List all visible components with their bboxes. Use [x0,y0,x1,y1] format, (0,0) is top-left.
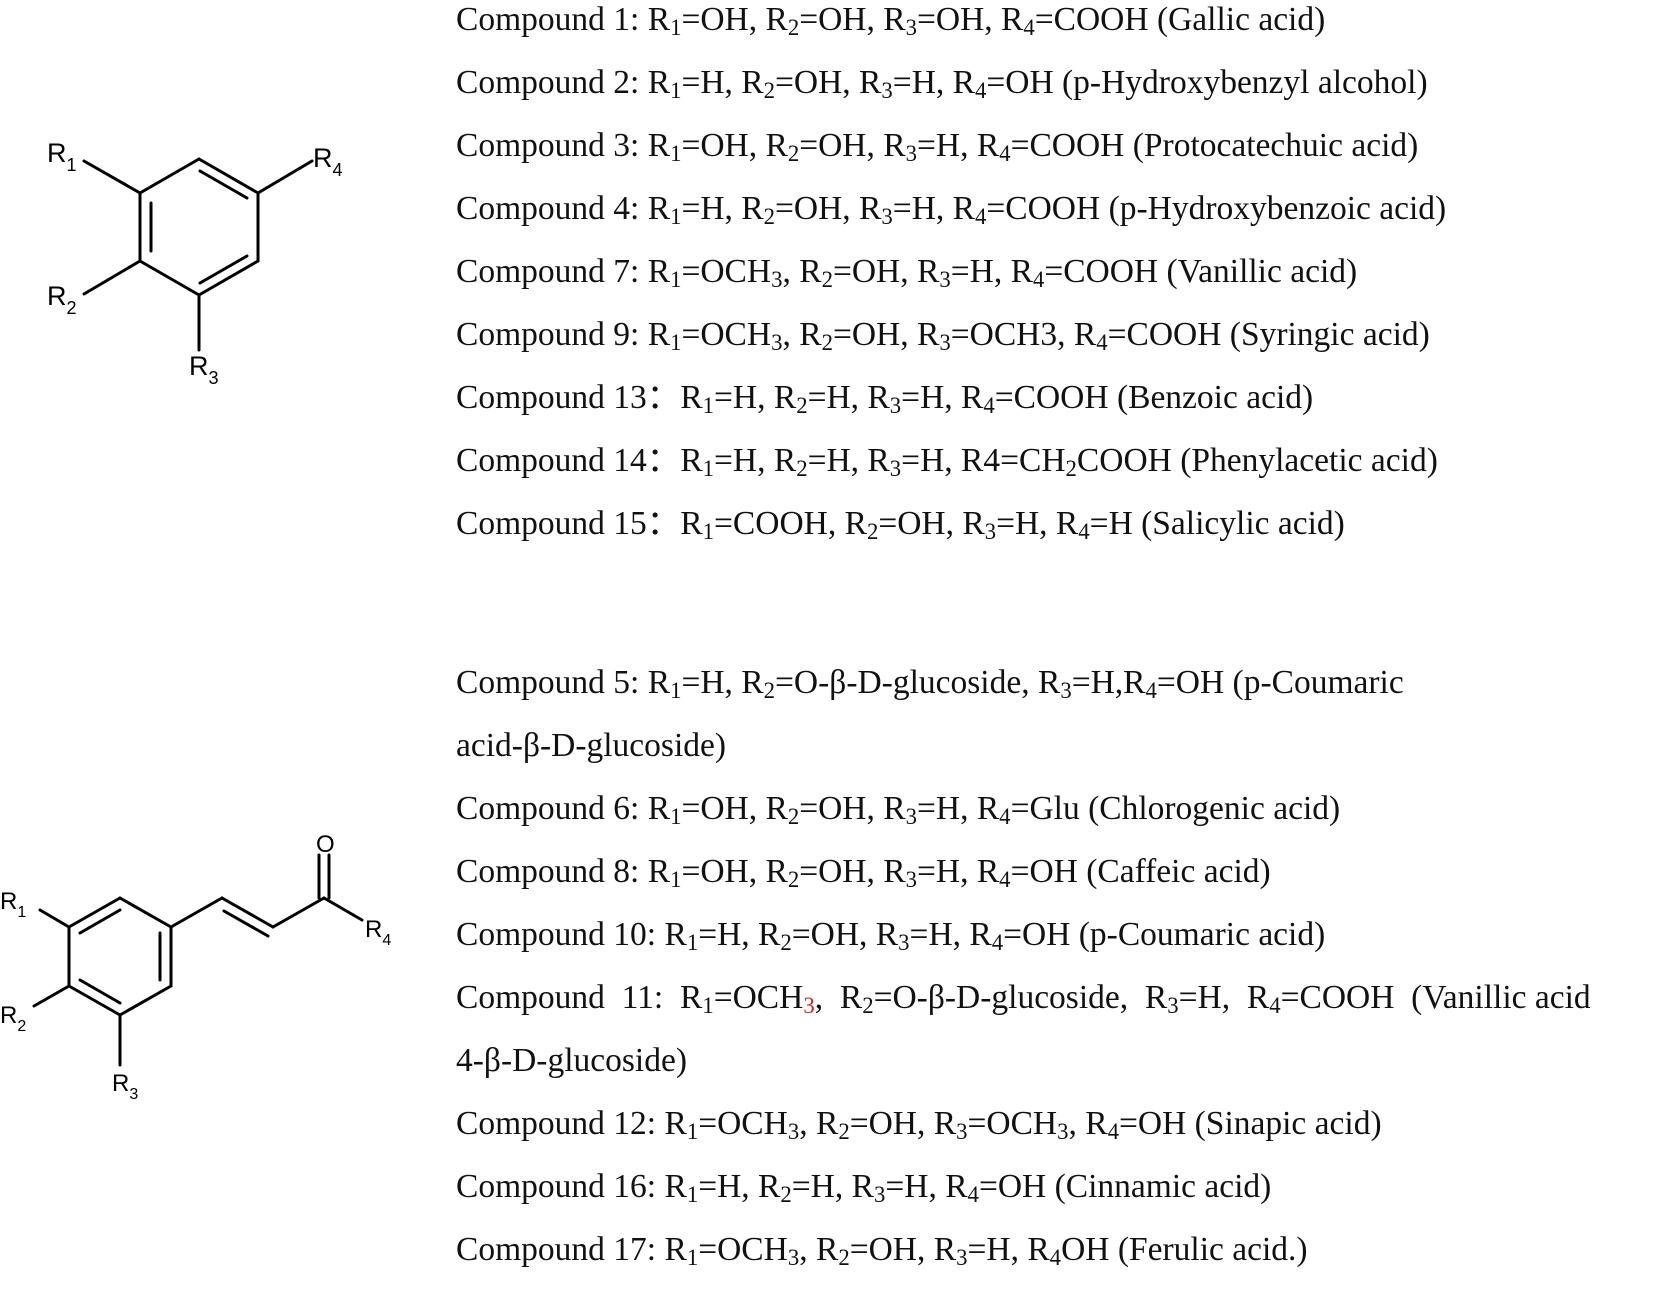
compound-11: Compound 11: R1=OCH3, R2=O-β-D-glucoside… [456,979,1591,1018]
carbonyl-double-bond [317,853,331,900]
compound-5: Compound 5: R1=H, R2=O-β-D-glucoside, R3… [456,664,1404,703]
r3-label: R3 [189,351,219,388]
compound-12: Compound 12: R1=OCH3, R2=OH, R3=OCH3, R4… [456,1105,1382,1144]
propenoyl-chain [169,896,364,938]
compound-14: Compound 14：R1=H, R2=H, R3=H, R4=CH2COOH… [456,442,1438,481]
cinnamic-compound-list: Compound 5: R1=H, R2=O-β-D-glucoside, R3… [456,663,1591,1293]
benzoic-acid-scaffold: R1 R2 R3 R4 [47,138,343,388]
compound-16: Compound 16: R1=H, R2=H, R3=H, R4=OH (Ci… [456,1168,1272,1207]
compound-4: Compound 4: R1=H, R2=OH, R3=H, R4=COOH (… [456,190,1447,229]
cinnamic-acid-scaffold: O R1 R2 R3 R4 [0,831,391,1103]
r1-label: R1 [0,888,26,921]
compound-1: Compound 1: R1=OH, R2=OH, R3=OH, R4=COOH… [456,1,1326,40]
benzene-ring [67,896,173,1017]
r4-bond [256,159,314,195]
compound-7: Compound 7: R1=OCH3, R2=OH, R3=H, R4=COO… [456,253,1358,292]
r1-bond [82,159,142,195]
compound-9: Compound 9: R1=OCH3, R2=OH, R3=OCH3, R4=… [456,316,1430,355]
r2-bond [32,984,71,1008]
compound-6: Compound 6: R1=OH, R2=OH, R3=H, R4=Glu (… [456,790,1341,829]
r2-label: R2 [47,281,77,318]
r4-label: R4 [365,916,391,949]
benzoic-compound-list: Compound 1: R1=OH, R2=OH, R3=OH, R4=COOH… [456,0,1446,567]
compound-8: Compound 8: R1=OH, R2=OH, R3=H, R4=OH (C… [456,853,1271,892]
benzene-ring [138,157,260,297]
compound-3: Compound 3: R1=OH, R2=OH, R3=H, R4=COOH … [456,127,1419,166]
compound-15: Compound 15：R1=COOH, R2=OH, R3=H, R4=H (… [456,505,1345,544]
compound-11-cont: 4-β-D-glucoside) [456,1042,687,1079]
r2-bond [82,259,142,296]
r4-label: R4 [313,143,343,180]
compound-13: Compound 13：R1=H, R2=H, R3=H, R4=COOH (B… [456,379,1314,418]
carbonyl-oxygen-label: O [316,831,335,858]
compound-10: Compound 10: R1=H, R2=OH, R3=H, R4=OH (p… [456,916,1326,955]
compound-2: Compound 2: R1=H, R2=OH, R3=H, R4=OH (p-… [456,64,1428,103]
compound-5-cont: acid-β-D-glucoside) [456,727,727,764]
compound-17: Compound 17: R1=OCH3, R2=OH, R3=H, R4OH … [456,1231,1308,1270]
r3-label: R3 [112,1070,138,1103]
r2-label: R2 [0,1002,26,1035]
r1-label: R1 [47,138,77,175]
r1-bond [38,908,71,929]
